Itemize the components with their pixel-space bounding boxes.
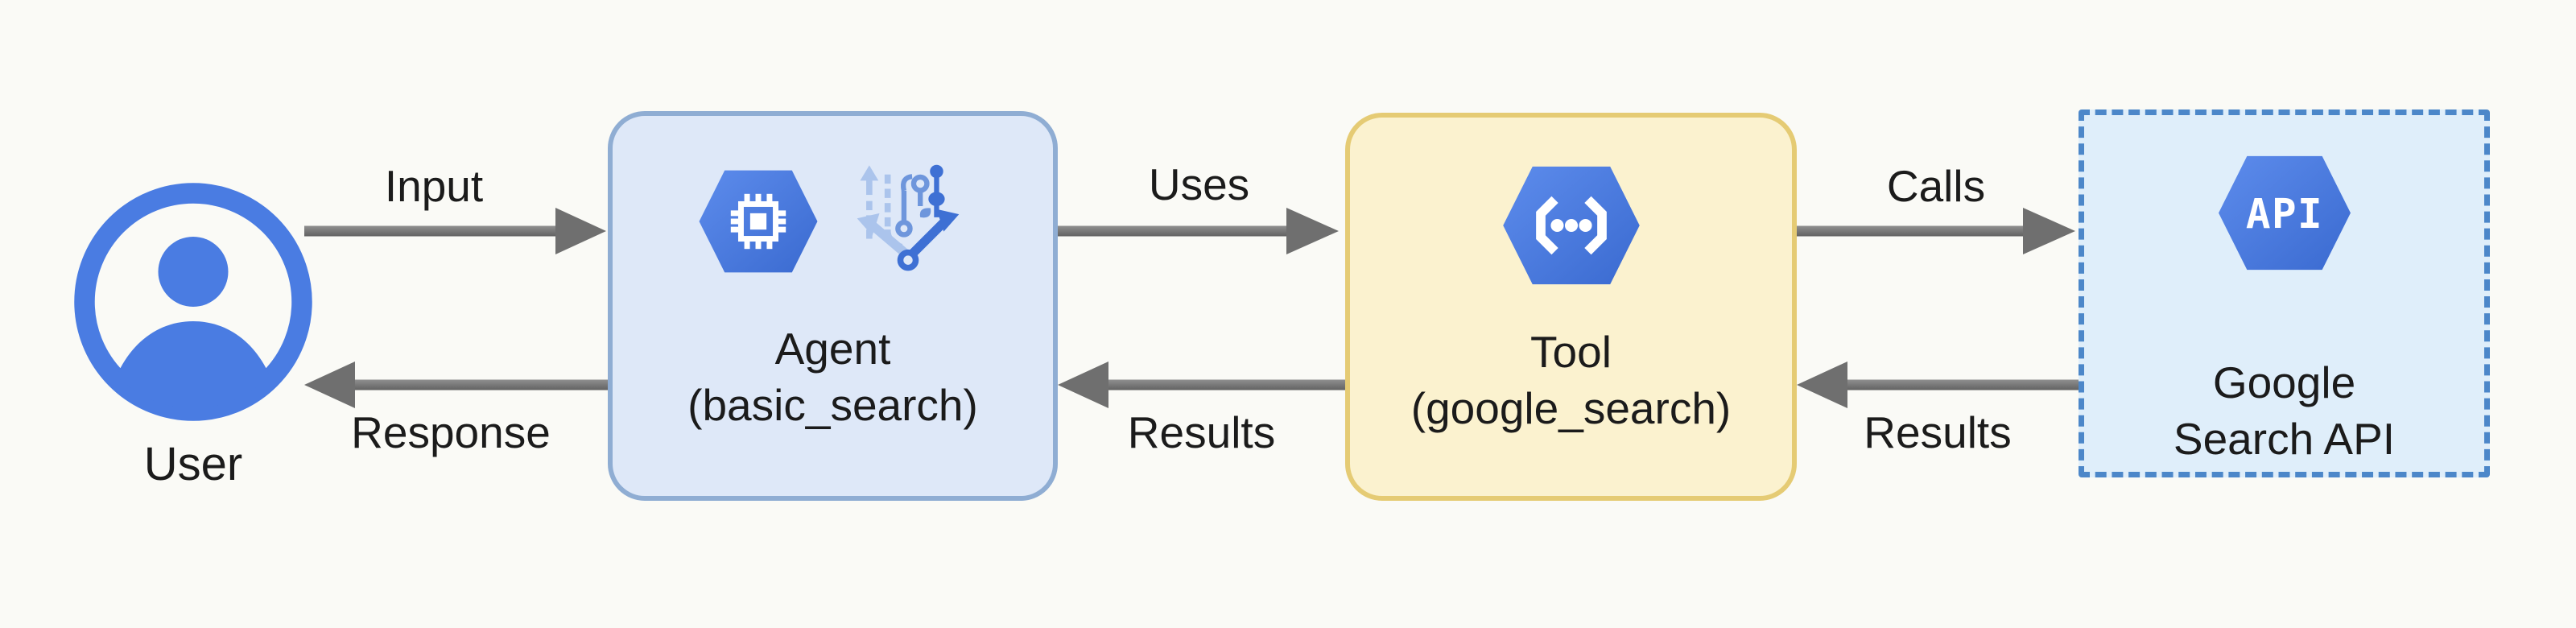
agent-icon-row: [697, 158, 969, 285]
tool-title: Tool: [1530, 327, 1612, 377]
edge-calls-label: Calls: [1886, 161, 1986, 211]
edge-input-label: Input: [384, 161, 484, 211]
tool-label: Tool (google_search): [1411, 324, 1731, 436]
code-brackets-hexagon-icon: [1502, 166, 1640, 285]
user-circle-icon: [74, 183, 312, 421]
user-label: User: [143, 438, 243, 490]
agent-title: Agent: [774, 324, 891, 374]
api-title-line2: Search API: [2173, 414, 2396, 464]
api-hexagon-icon: API: [2218, 155, 2351, 271]
edge-results-api-tool-arrow: [1797, 362, 2079, 408]
agent-node: Agent (basic_search): [608, 111, 1058, 501]
edge-uses-label: Uses: [1148, 159, 1250, 209]
api-label: Google Search API: [2174, 354, 2395, 467]
edge-calls-arrow: [1797, 208, 2075, 254]
vertex-ai-icon: [857, 164, 959, 271]
edge-response-label: Response: [351, 407, 551, 457]
edge-response-arrow: [304, 362, 608, 408]
api-title-line1: Google: [2212, 357, 2356, 407]
api-icon-text: API: [2245, 190, 2322, 238]
api-node: API Google Search API: [2079, 109, 2490, 477]
edge-input-arrow: [304, 208, 606, 254]
agent-label: Agent (basic_search): [687, 320, 978, 433]
edge-results-tool-agent-arrow: [1058, 362, 1345, 408]
edge-results-tool-agent-label: Results: [1127, 407, 1276, 457]
chip-hexagon-icon: [699, 170, 817, 273]
agent-subtitle: (basic_search): [687, 380, 978, 430]
edge-uses-arrow: [1058, 208, 1339, 254]
tool-subtitle: (google_search): [1410, 383, 1732, 433]
tool-node: Tool (google_search): [1345, 113, 1797, 501]
edge-results-api-tool-label: Results: [1864, 407, 2012, 457]
